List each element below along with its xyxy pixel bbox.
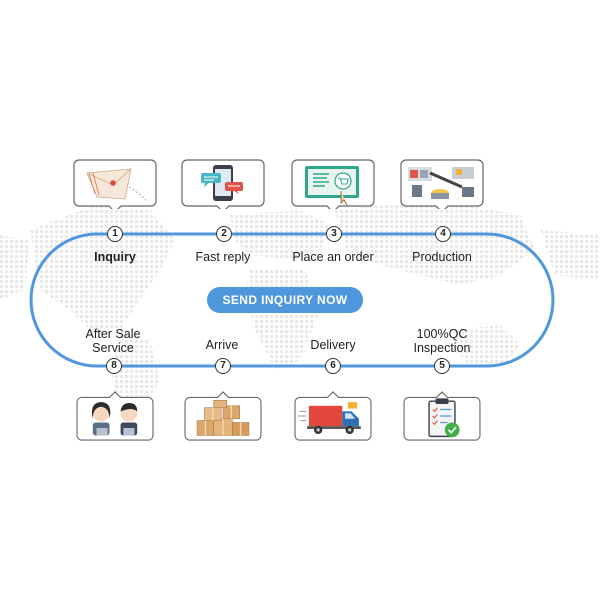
online-cart-icon [305, 166, 359, 206]
step-label-arrive: Arrive [205, 338, 239, 352]
step-label-inquiry: Inquiry [94, 250, 136, 264]
step-label-qc-line-1: 100%QC [416, 327, 468, 341]
bubble-fast-reply [181, 159, 265, 209]
bubble-delivery [294, 391, 372, 441]
step-number-4: 4 [435, 226, 451, 242]
step-number-2: 2 [216, 226, 232, 242]
envelope-icon [86, 168, 148, 202]
step-number-5: 5 [434, 358, 450, 374]
step-number-8: 8 [106, 358, 122, 374]
bubble-place-order [291, 159, 375, 209]
factory-line-icon [408, 167, 474, 199]
bubble-qc-inspection [403, 391, 481, 441]
bubble-production [400, 159, 484, 209]
cardboard-boxes-icon [196, 399, 250, 436]
smartphone-chat-icon [201, 165, 243, 201]
step-label-production: Production [412, 250, 472, 264]
bubble-inquiry [73, 159, 157, 209]
bubble-arrive [184, 391, 262, 441]
step-number-6: 6 [325, 358, 341, 374]
step-label-place-order: Place an order [292, 250, 374, 264]
process-track-line [29, 232, 555, 368]
clipboard-check-icon [428, 398, 460, 438]
step-label-after-sale-line-2: Service [92, 341, 134, 355]
support-agents-icon [91, 402, 138, 436]
step-number-1: 1 [107, 226, 123, 242]
delivery-truck-icon [297, 402, 361, 435]
step-label-delivery: Delivery [310, 338, 356, 352]
step-number-7: 7 [215, 358, 231, 374]
step-label-after-sale-service: After Sale Service [58, 327, 168, 355]
step-label-after-sale-line-1: After Sale [85, 327, 141, 341]
send-inquiry-button[interactable]: SEND INQUIRY NOW [207, 287, 363, 313]
step-label-qc-inspection: 100%QC Inspection [387, 327, 497, 355]
bubble-after-sale-service [76, 391, 154, 441]
step-label-qc-line-2: Inspection [413, 341, 471, 355]
step-number-3: 3 [326, 226, 342, 242]
step-label-fast-reply: Fast reply [195, 250, 251, 264]
